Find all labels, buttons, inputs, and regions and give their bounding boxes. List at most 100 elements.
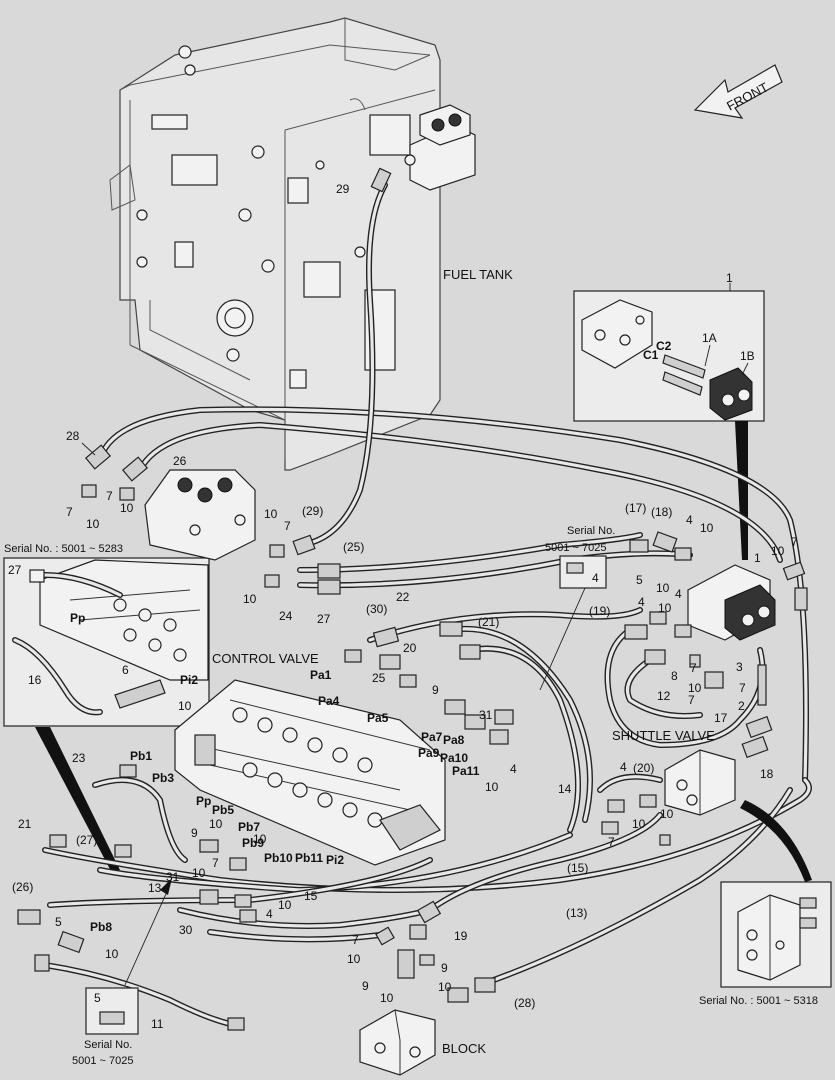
part-4-label-e: 4 — [638, 595, 645, 609]
port-pb10-label: Pb10 — [264, 851, 293, 865]
fuel-tank-drawing — [109, 17, 441, 471]
part-15-label: 15 — [304, 889, 318, 903]
tank-valve-block — [404, 104, 476, 191]
part-10-label-r: 10 — [347, 952, 361, 966]
part-11-label: 11 — [151, 1017, 164, 1031]
port-pa4-label: Pa4 — [318, 694, 340, 708]
control-valve-body — [174, 679, 446, 866]
part-25-label: 25 — [372, 671, 386, 685]
hose-lines — [42, 182, 812, 1028]
part-4-label-b: 4 — [266, 907, 273, 921]
part-21-paren-label: (21) — [478, 615, 499, 629]
right-inset-pointer — [740, 800, 812, 882]
part-10-label-inset: 10 — [178, 699, 192, 713]
part-12-label: 12 — [657, 689, 671, 703]
block-assembly — [227, 900, 496, 1076]
valve-1-assembly — [624, 531, 808, 706]
bottom-callout-serial-2: 5001 ~ 7025 — [72, 1055, 133, 1067]
part-7-label-f: 7 — [690, 661, 697, 675]
part-26-paren-label: (26) — [12, 880, 33, 894]
part-1b-label: 1B — [740, 349, 755, 363]
part-19-label: 19 — [454, 929, 468, 943]
part-10-label-g: 10 — [253, 832, 267, 846]
valve-26 — [81, 444, 256, 561]
part-5-label-callout: 5 — [94, 991, 101, 1005]
part-29-paren-label: (29) — [302, 504, 323, 518]
part-4-label-callout: 4 — [592, 571, 599, 585]
part-27-label-inset: 27 — [8, 563, 22, 577]
port-pp-label: Pp — [196, 794, 211, 808]
port-pi2-label-inset: Pi2 — [180, 673, 198, 687]
valve-inset-box — [573, 290, 765, 422]
port-c2-label: C2 — [656, 339, 672, 353]
part-10-label-d: 10 — [243, 592, 257, 606]
block-label: BLOCK — [442, 1041, 486, 1056]
part-13-label: 13 — [148, 881, 162, 895]
fittings-29-27 — [264, 167, 392, 595]
part-4-label-d: 4 — [675, 587, 682, 601]
top-callout-serial-1: Serial No. — [567, 525, 615, 537]
part-6-label: 6 — [122, 663, 129, 677]
part-10-label-o: 10 — [688, 681, 702, 695]
part-10-label-l: 10 — [771, 544, 785, 558]
fuel-tank-label: FUEL TANK — [443, 267, 513, 282]
part-23-label: 23 — [72, 751, 86, 765]
part-30-label: 30 — [179, 923, 193, 937]
bottom-callout-box — [85, 987, 139, 1035]
part-1-label-b: 1 — [754, 551, 761, 565]
part-4-label-f: 4 — [620, 760, 627, 774]
part-17-paren-label: (17) — [625, 501, 646, 515]
part-18-paren-label: (18) — [651, 505, 672, 519]
bottom-callout-fitting — [99, 1011, 125, 1025]
front-arrow — [693, 64, 783, 119]
port-pp-label-inset: Pp — [70, 611, 85, 625]
port-pb3-label: Pb3 — [152, 771, 174, 785]
part-9-label-c: 9 — [441, 961, 448, 975]
part-7-label-g: 7 — [688, 693, 695, 707]
callout-arrow-head — [160, 878, 172, 895]
part-10-label-c: 10 — [264, 507, 278, 521]
part-10-label-i: 10 — [278, 898, 292, 912]
part-25-paren-label: (25) — [343, 540, 364, 554]
port-pa8-label: Pa8 — [443, 733, 465, 747]
part-7-label-d: 7 — [212, 856, 219, 870]
port-pb9-label: Pb9 — [242, 836, 264, 850]
part-7-label-c: 7 — [284, 519, 291, 533]
part-10-label-q: 10 — [660, 807, 674, 821]
shuttle-valve-label: SHUTTLE VALVE — [612, 728, 715, 743]
part-21-label: 21 — [18, 817, 32, 831]
part-15-paren-label: (15) — [567, 861, 588, 875]
part-8-label: 8 — [671, 669, 678, 683]
part-10-label-j: 10 — [105, 947, 119, 961]
port-pb7-label: Pb7 — [238, 820, 260, 834]
part-24-label: 24 — [279, 609, 293, 623]
part-3-label: 3 — [736, 660, 743, 674]
part-10-label-f: 10 — [209, 817, 223, 831]
part-31-label-a: 31 — [479, 708, 493, 722]
port-pb11-label: Pb11 — [295, 851, 323, 865]
part-29-label: 29 — [336, 182, 350, 196]
control-valve-fittings — [17, 621, 514, 972]
shuttle-valve-body — [601, 715, 773, 846]
part-10-label-e: 10 — [485, 780, 499, 794]
port-pa11-label: Pa11 — [452, 764, 480, 778]
part-1a-label: 1A — [702, 331, 717, 345]
top-callout-serial-2: 5001 ~ 7025 — [545, 542, 606, 554]
part-7-label-a: 7 — [66, 505, 73, 519]
port-pb5-label: Pb5 — [212, 803, 234, 817]
part-20-paren-label: (20) — [633, 761, 654, 775]
left-inset-pointer — [35, 727, 120, 873]
part-19-paren-label: (19) — [589, 604, 610, 618]
part-9-label-b: 9 — [191, 826, 198, 840]
part-30-paren-label: (30) — [366, 602, 387, 616]
port-pa9-label: Pa9 — [418, 746, 440, 760]
right-inset-serial: Serial No. : 5001 ~ 5318 — [699, 995, 818, 1007]
part-10-label-m: 10 — [656, 581, 670, 595]
top-callout-fitting — [566, 562, 584, 574]
part-10-label-b: 10 — [120, 501, 134, 515]
part-17-label: 17 — [714, 711, 728, 725]
part-27-paren-label: (27) — [76, 833, 97, 847]
part-7-label-j: 7 — [352, 933, 359, 947]
part-10-label-t: 10 — [380, 991, 394, 1005]
